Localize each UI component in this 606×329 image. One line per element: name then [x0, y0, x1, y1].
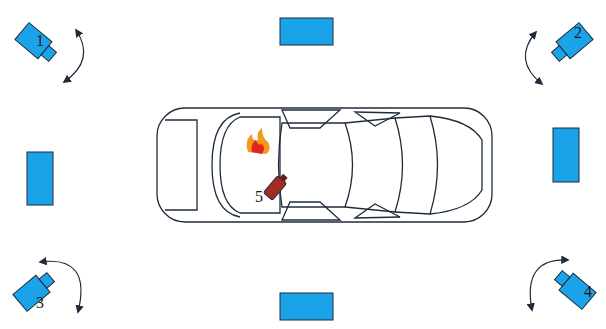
callout-number: 4	[584, 284, 592, 300]
car	[157, 108, 492, 222]
callout-number: 2	[574, 25, 582, 41]
callout-number: 1	[36, 33, 44, 49]
fire-icon	[247, 128, 270, 154]
panels	[27, 18, 579, 320]
swing-arrows	[40, 30, 568, 312]
callout-number: 5	[255, 189, 263, 205]
callout-number: 3	[36, 295, 44, 311]
cameras	[13, 23, 596, 312]
extinguisher	[263, 172, 290, 200]
